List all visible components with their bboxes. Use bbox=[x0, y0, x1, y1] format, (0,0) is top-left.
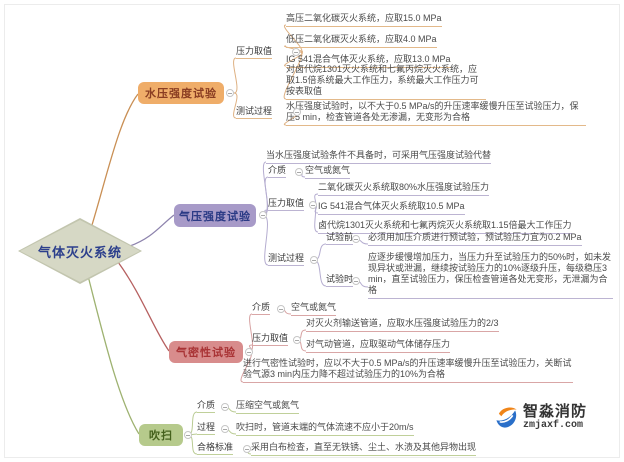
label-pressure-values[interactable]: 压力取值 bbox=[252, 333, 289, 346]
leaf-agent-pipe[interactable]: 对灭火剂输送管道，应取水压强度试验压力的2/3 bbox=[306, 318, 499, 332]
label-medium[interactable]: 介质 bbox=[268, 165, 287, 178]
brand-url: zmjaxf.com bbox=[523, 420, 584, 431]
collapse-icon[interactable] bbox=[259, 211, 267, 219]
label-test-process[interactable]: 测试过程 bbox=[268, 253, 305, 266]
collapse-icon[interactable] bbox=[293, 336, 301, 344]
collapse-icon[interactable] bbox=[310, 256, 318, 264]
collapse-icon[interactable] bbox=[352, 277, 360, 285]
branch-purge[interactable]: 吹扫 bbox=[139, 424, 183, 446]
collapse-icon[interactable] bbox=[352, 235, 360, 243]
collapse-icon[interactable] bbox=[292, 48, 300, 56]
collapse-icon[interactable] bbox=[295, 168, 303, 176]
leaf-purge-speed[interactable]: 吹扫时，管道末端的气体流速不应小于20m/s bbox=[236, 422, 414, 436]
label-pressure-values[interactable]: 压力取值 bbox=[236, 46, 273, 59]
brand-name: 智淼消防 bbox=[523, 403, 588, 420]
fire-brand-icon bbox=[494, 404, 520, 430]
leaf-lp-co2[interactable]: 低压二氧化碳灭火系统，应取4.0 MPa bbox=[286, 34, 437, 48]
leaf-pretest[interactable]: 必须用加压介质进行预试验，预试验压力宜为0.2 MPa bbox=[368, 232, 582, 246]
leaf-medium-air-n2[interactable]: 空气或氮气 bbox=[305, 165, 351, 179]
collapse-icon[interactable] bbox=[293, 108, 301, 116]
label-medium[interactable]: 介质 bbox=[197, 400, 216, 413]
leaf-hp-co2[interactable]: 高压二氧化碳灭火系统，应取15.0 MPa bbox=[286, 13, 442, 27]
leaf-white-cloth-check[interactable]: 采用白布检查，直至无铁锈、尘土、水渍及其他异物出现 bbox=[251, 442, 477, 456]
collapse-icon[interactable] bbox=[309, 201, 317, 209]
brand-logo: 智淼消防 zmjaxf.com bbox=[494, 404, 587, 431]
leaf-halon-115[interactable]: 卤代烷1301灭火系统和七氟丙烷灭火系统取1.15倍最大工作压力 bbox=[318, 220, 572, 234]
label-test-process[interactable]: 测试过程 bbox=[236, 106, 273, 119]
branch-tightness-test[interactable]: 气密性试验 bbox=[169, 341, 243, 363]
collapse-icon[interactable] bbox=[221, 403, 229, 411]
leaf-tightness-procedure[interactable]: 进行气密性试验时，应以不大于0.5 MPa/s的升压速率缓慢升压至试验压力，关断… bbox=[243, 358, 573, 383]
collapse-icon[interactable] bbox=[221, 425, 229, 433]
branch-pneumatic-test[interactable]: 气压强度试验 bbox=[174, 204, 256, 227]
collapse-icon[interactable] bbox=[243, 445, 251, 453]
branch-hydro-test[interactable]: 水压强度试验 bbox=[138, 82, 224, 104]
leaf-ig541-105[interactable]: IG 541混合气体灭火系统取10.5 MPa bbox=[318, 201, 465, 215]
leaf-hydro-procedure[interactable]: 水压强度试验时，以不大于0.5 MPa/s的升压速率缓慢升压至试验压力，保压5 … bbox=[286, 101, 586, 126]
label-before-test[interactable]: 试验前 bbox=[326, 232, 354, 245]
collapse-icon[interactable] bbox=[226, 89, 234, 97]
label-pressure-values[interactable]: 压力取值 bbox=[268, 198, 305, 211]
label-pass-standard[interactable]: 合格标准 bbox=[197, 442, 234, 455]
label-medium[interactable]: 介质 bbox=[252, 302, 271, 315]
collapse-icon[interactable] bbox=[245, 348, 253, 356]
label-during-test[interactable]: 试验时 bbox=[326, 274, 354, 287]
leaf-pneumatic-procedure[interactable]: 应逐步缓慢增加压力，当压力升至试验压力的50%时，如未发现异状或泄漏，继续按试验… bbox=[368, 252, 613, 299]
leaf-medium-air-n2[interactable]: 空气或氮气 bbox=[291, 302, 337, 316]
collapse-icon[interactable] bbox=[277, 305, 285, 313]
leaf-halon-hfc[interactable]: 对卤代烷1301灭火系统和七氟丙烷灭火系统，应取1.5倍系统最大工作压力，系统最… bbox=[286, 64, 486, 100]
leaf-pneumatic-note[interactable]: 当水压强度试验条件不具备时，可采用气压强度试验代替 bbox=[266, 150, 492, 164]
collapse-icon[interactable] bbox=[184, 431, 192, 439]
leaf-co2-80pct[interactable]: 二氧化碳灭火系统取80%水压强度试验压力 bbox=[318, 182, 490, 196]
leaf-compressed-air[interactable]: 压缩空气或氮气 bbox=[236, 400, 300, 414]
leaf-pneumatic-pipe[interactable]: 对气动管道，应取驱动气体储存压力 bbox=[306, 339, 451, 353]
leaf-ig541[interactable]: IG 541混合气体灭火系统，应取13.0 MPa bbox=[286, 54, 451, 68]
label-process[interactable]: 过程 bbox=[197, 422, 216, 435]
